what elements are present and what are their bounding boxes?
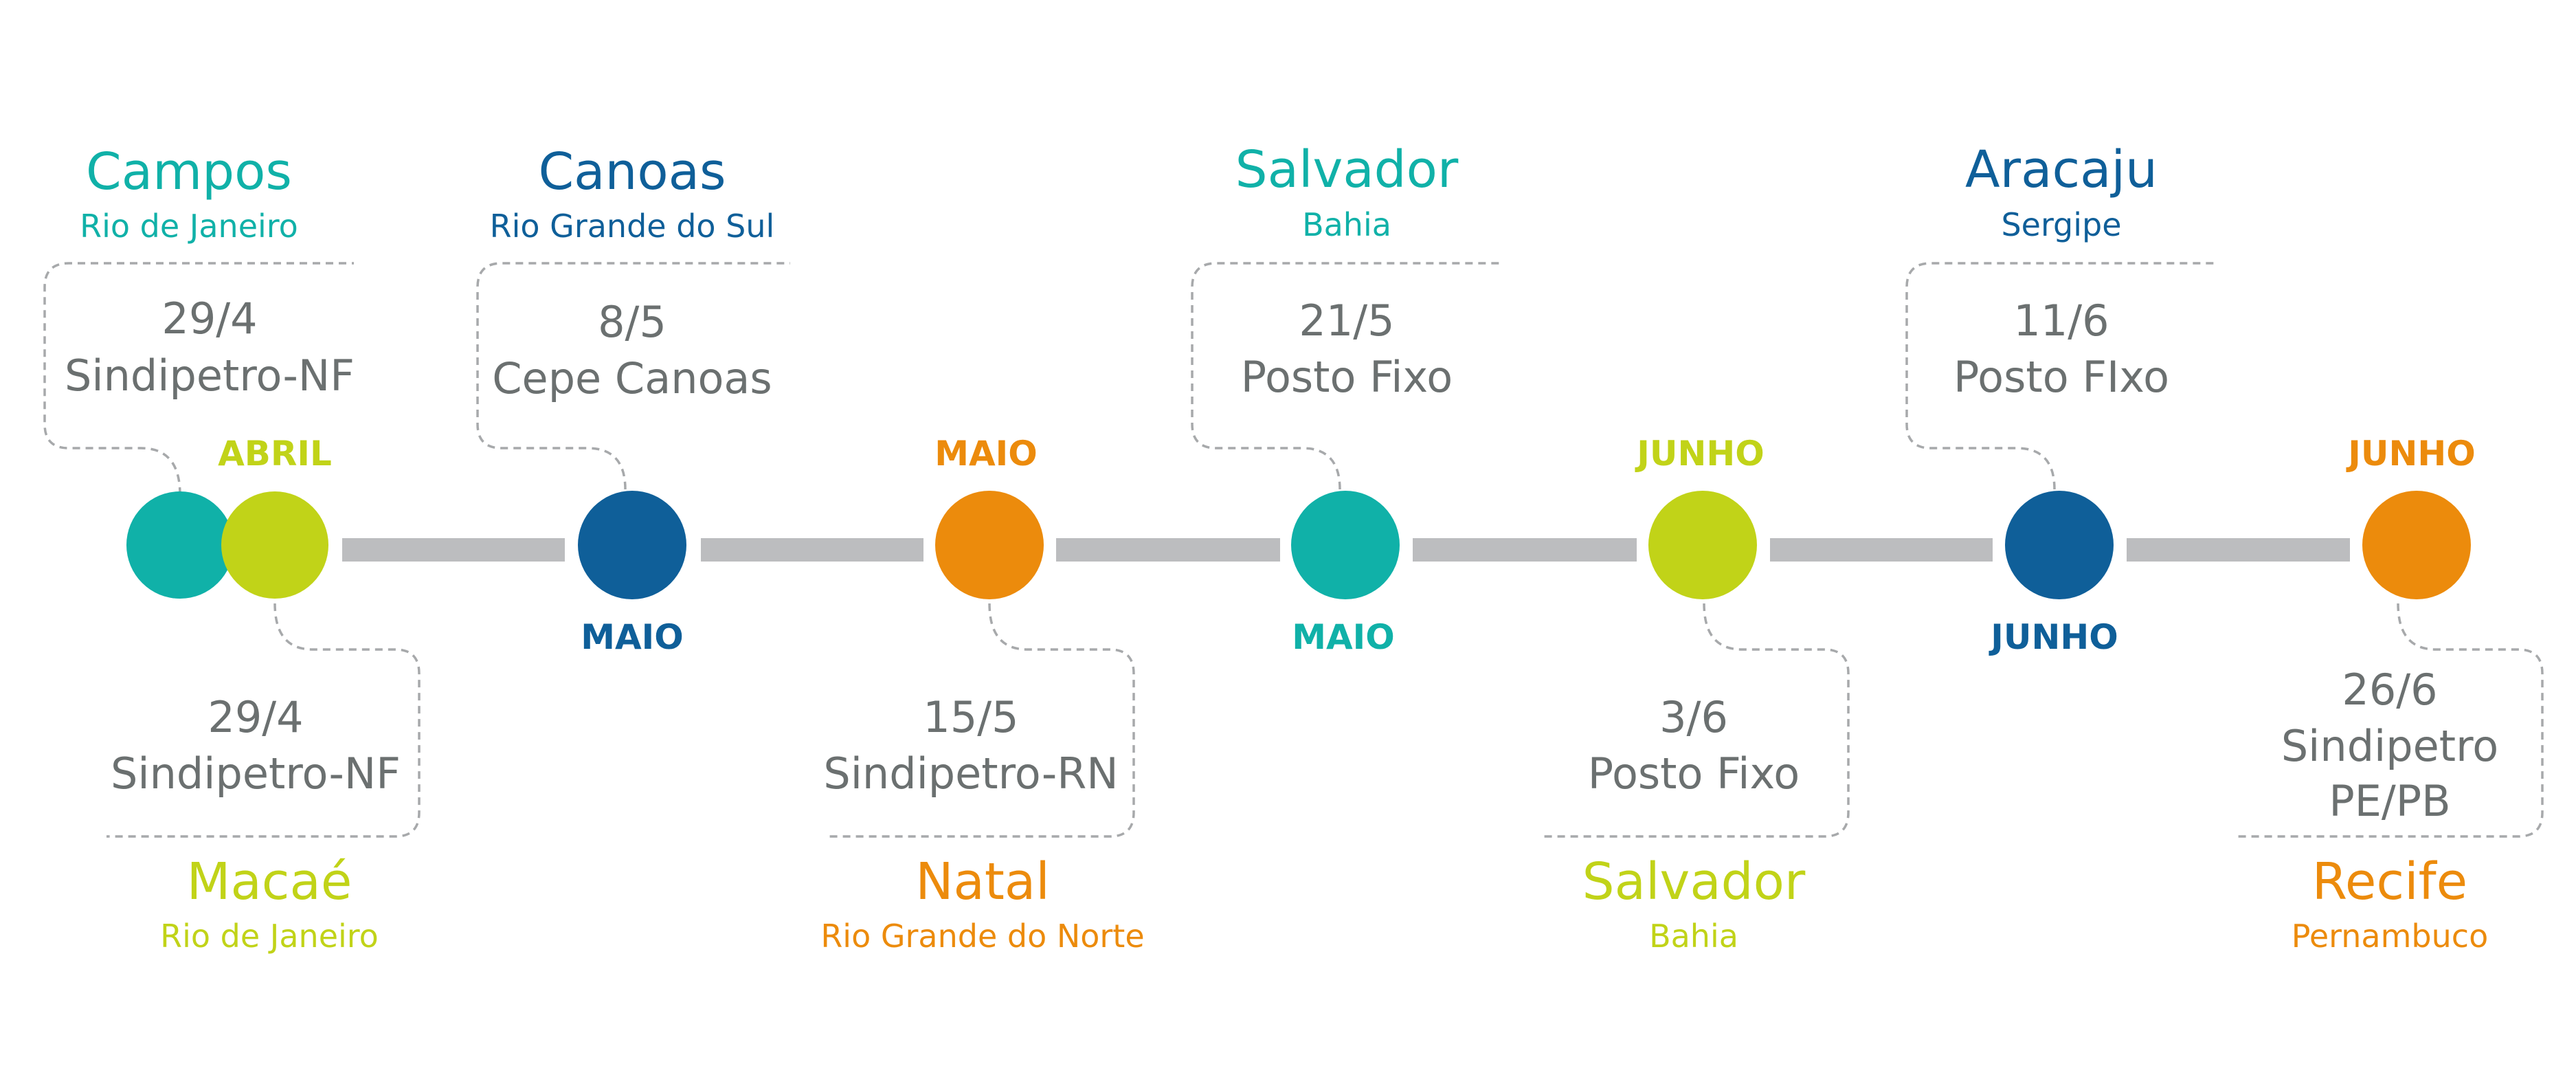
event-date: 3/6 [1659, 692, 1728, 742]
city-name: Salvador [1235, 140, 1459, 199]
state-name: Rio Grande do Norte [820, 918, 1144, 955]
timeline-node-natal [935, 491, 1044, 599]
event-date: 11/6 [2013, 296, 2109, 346]
timeline-node-campos [126, 491, 234, 599]
event-venue: Sindipetro-NF [111, 748, 401, 799]
city-name: Canoas [538, 142, 726, 201]
timeline-node-macae [221, 491, 328, 599]
timeline-node-canoas [578, 491, 686, 599]
month-label: ABRIL [218, 434, 332, 474]
leader-lines [43, 262, 2544, 838]
state-name: Rio Grande do Sul [490, 208, 775, 245]
timeline-node-salvador-1 [1291, 491, 1400, 599]
event-date: 8/5 [598, 297, 667, 347]
city-name: Salvador [1582, 852, 1806, 911]
leader-line-aracaju [1905, 262, 2216, 490]
timeline-node-aracaju [2005, 491, 2114, 599]
city-name: Campos [86, 142, 292, 201]
timeline-nodes [126, 491, 2471, 599]
leader-line-macae [107, 603, 421, 838]
month-label: MAIO [581, 617, 684, 657]
event-macae: 29/4 Sindipetro-NF Macaé Rio de Janeiro [111, 692, 401, 955]
leader-line-salvador-1 [1191, 262, 1501, 490]
timeline-node-recife [2362, 491, 2471, 599]
city-name: Recife [2312, 852, 2467, 911]
state-name: Sergipe [2001, 206, 2121, 243]
event-date: 29/4 [161, 293, 257, 344]
month-label: JUNHO [2346, 434, 2475, 474]
month-label: JUNHO [1635, 434, 1764, 474]
state-name: Rio de Janeiro [80, 208, 298, 245]
leader-line-campos [43, 262, 354, 496]
city-name: Natal [915, 852, 1050, 911]
event-date: 29/4 [208, 692, 303, 742]
event-aracaju: Aracaju Sergipe 11/6 Posto FIxo [1953, 140, 2169, 402]
timeline-node-salvador-2 [1648, 491, 1757, 599]
event-venue: Posto Fixo [1588, 748, 1800, 799]
event-campos: Campos Rio de Janeiro 29/4 Sindipetro-NF [65, 142, 355, 401]
state-name: Pernambuco [2292, 918, 2488, 955]
leader-line-natal [825, 603, 1135, 838]
state-name: Bahia [1649, 918, 1738, 955]
event-date: 15/5 [923, 692, 1018, 742]
state-name: Rio de Janeiro [160, 918, 379, 955]
city-name: Aracaju [1965, 140, 2158, 199]
leader-line-canoas [476, 262, 790, 490]
event-venue: Posto FIxo [1953, 352, 2169, 402]
event-date: 21/5 [1299, 296, 1394, 346]
month-label: JUNHO [1989, 617, 2118, 657]
leader-line-salvador-2 [1539, 603, 1850, 838]
state-name: Bahia [1302, 206, 1391, 243]
leader-line-recife [2233, 603, 2544, 838]
city-name: Macaé [187, 852, 352, 911]
event-date: 26/6 [2342, 665, 2437, 715]
event-canoas: Canoas Rio Grande do Sul 8/5 Cepe Canoas [490, 142, 775, 403]
month-label: MAIO [934, 434, 1038, 474]
event-salvador-2: 3/6 Posto Fixo Salvador Bahia [1582, 692, 1806, 955]
event-venue: Sindipetro-RN [823, 748, 1118, 799]
event-venue: Posto Fixo [1241, 352, 1453, 402]
event-venue: Cepe Canoas [492, 353, 772, 403]
event-salvador-1: Salvador Bahia 21/5 Posto Fixo [1235, 140, 1459, 402]
event-natal: 15/5 Sindipetro-RN Natal Rio Grande do N… [820, 692, 1144, 955]
month-labels: ABRIL MAIO MAIO MAIO JUNHO JUNHO JUNHO [218, 434, 2476, 657]
event-venue: Sindipetro-NF [65, 351, 355, 401]
month-label: MAIO [1292, 617, 1395, 657]
